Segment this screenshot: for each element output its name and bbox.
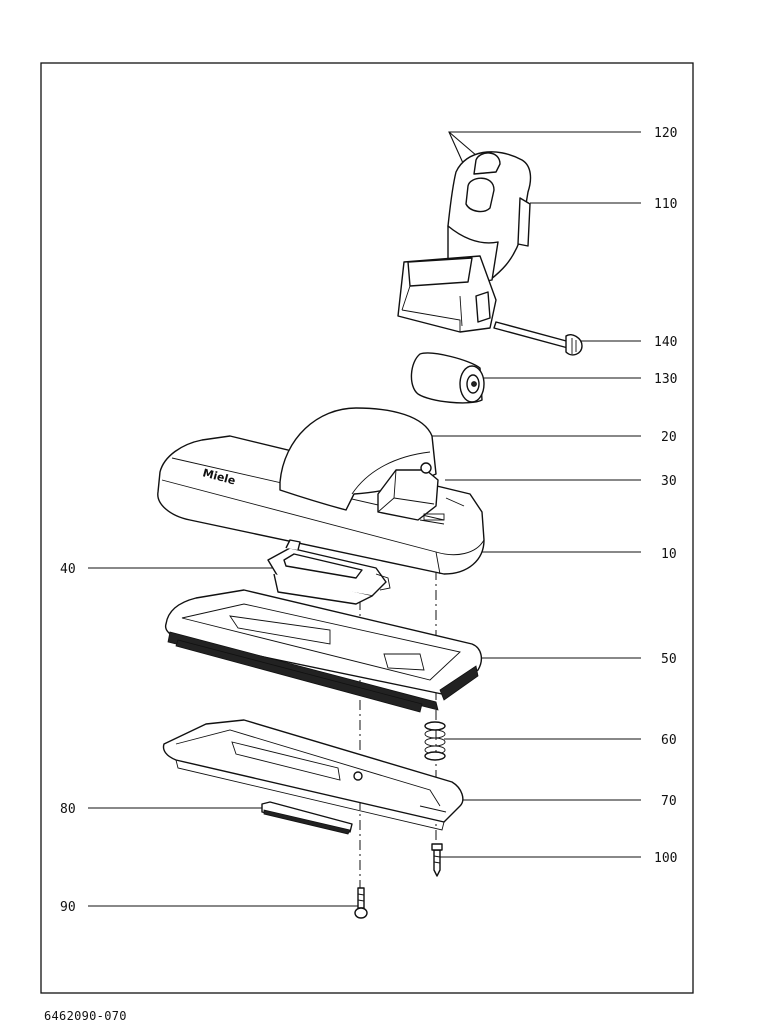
callout-40: 40 (60, 562, 76, 577)
callout-90: 90 (60, 900, 76, 915)
callout-70: 70 (661, 794, 677, 809)
part-140-axle-pin (493, 321, 583, 356)
part-80-strip (261, 801, 353, 835)
part-120-swivel-caps (465, 152, 501, 213)
callout-labels: 120 110 140 130 20 30 10 40 50 60 70 80 … (60, 126, 677, 915)
part-30-pedal-switch (377, 462, 439, 521)
callout-100: 100 (654, 851, 677, 866)
part-70-sole-plate (162, 719, 464, 831)
part-100-screw (431, 843, 443, 877)
part-130-roller (410, 352, 485, 404)
assembly-axes (359, 570, 437, 890)
callout-50: 50 (661, 652, 677, 667)
callout-20: 20 (661, 430, 677, 445)
callout-30: 30 (661, 474, 677, 489)
callout-140: 140 (654, 335, 677, 350)
callout-10: 10 (661, 547, 677, 562)
callout-80: 80 (60, 802, 76, 817)
document-number: 6462090-070 (44, 1009, 127, 1023)
callout-130: 130 (654, 372, 677, 387)
part-60-spring (424, 721, 446, 761)
part-90-screw (354, 887, 368, 919)
callout-60: 60 (661, 733, 677, 748)
part-40-filter-frame (267, 539, 391, 605)
callout-120: 120 (654, 126, 677, 141)
part-50-brush-plate (164, 589, 483, 713)
housing-details (419, 497, 465, 525)
part-110-swivel-neck (397, 151, 532, 333)
callout-110: 110 (654, 197, 677, 212)
diagram-frame (40, 62, 694, 994)
